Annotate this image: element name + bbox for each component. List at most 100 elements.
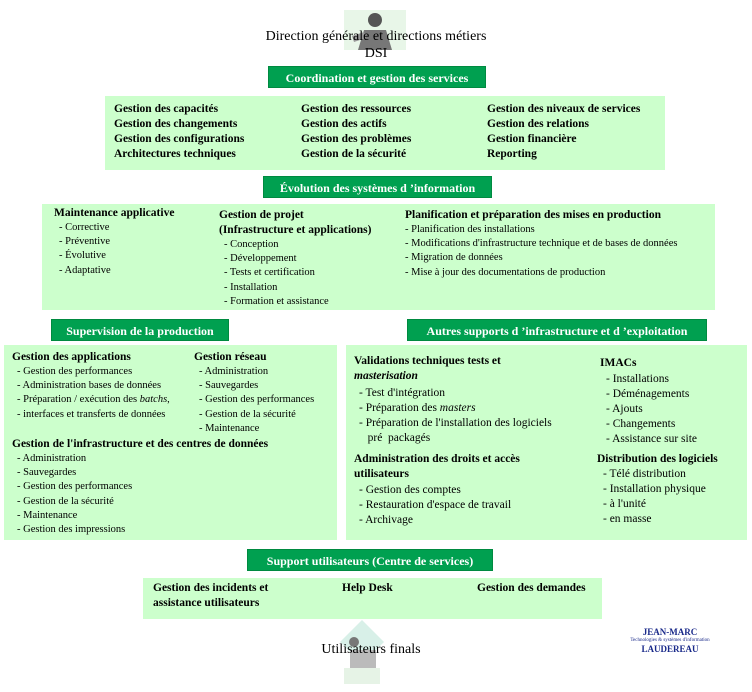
coordination-col2: Gestion des ressources Gestion des actif… [301, 102, 411, 162]
list-item: - Sauvegardes [199, 380, 259, 392]
evolution-box [42, 204, 715, 310]
list-item: Gestion des capacités [114, 103, 219, 115]
project-list: - Conception - Développement - Tests et … [224, 238, 329, 309]
list-item: - Changements [606, 418, 676, 430]
list-item: - Corrective [59, 222, 110, 233]
coordination-col1: Gestion des capacités Gestion des change… [114, 102, 244, 162]
logo-line2: Technologies & systèmes d'information [630, 638, 710, 643]
list-item: Gestion des relations [487, 118, 590, 130]
list-item: Gestion des problèmes [301, 133, 412, 145]
list-item: - Assistance sur site [606, 433, 698, 445]
network-list: - Administration - Sauvegardes - Gestion… [199, 365, 314, 436]
list-item: - Maintenance [199, 422, 260, 434]
computer-user-icon [340, 620, 384, 686]
validation-title: Validations techniques tests et [354, 355, 501, 367]
list-item: - Gestion des impressions [17, 524, 126, 536]
list-item: - Ajouts [606, 403, 643, 415]
list-item: - Gestion des comptes [359, 484, 461, 496]
planning-title: Planification et préparation des mises e… [405, 209, 661, 221]
list-item: - Restauration d'espace de travail [359, 499, 512, 511]
apps-title: Gestion des applications [12, 351, 131, 363]
list-item: - Administration [17, 453, 87, 464]
list-item: - Mise à jour des documentations de prod… [405, 266, 606, 278]
planning-list: - Planification des installations - Modi… [405, 223, 677, 280]
list-item: - Préparation des masters [359, 402, 476, 414]
list-item: - Installation [224, 281, 278, 293]
evolution-header: Évolution des systèmes d ’information [263, 176, 492, 198]
access-subtitle: utilisateurs [354, 468, 409, 480]
list-item: - Évolutive [59, 250, 106, 262]
coordination-header: Coordination et gestion des services [268, 66, 486, 88]
list-item: - Migration de données [405, 252, 503, 264]
imacs-list: - Installations - Déménagements - Ajouts… [606, 372, 697, 447]
list-item: - Sauvegardes [17, 467, 77, 479]
list-item: - Administration bases de données [17, 380, 162, 392]
incidents-subtitle: assistance utilisateurs [153, 597, 260, 609]
support-box [143, 578, 602, 619]
list-item: - Gestion de la sécurité [17, 495, 114, 507]
list-item: - Gestion des performances [199, 394, 315, 406]
validation-list: - Test d'intégration - Préparation des m… [359, 386, 552, 446]
list-item: - Maintenance [17, 509, 78, 521]
supervision-header: Supervision de la production [51, 319, 229, 341]
infra-list: - Administration - Sauvegardes - Gestion… [17, 452, 132, 537]
person-icon [344, 10, 406, 50]
list-item: - Gestion des performances [17, 366, 133, 377]
list-item: - Administration [199, 366, 269, 377]
list-item: - en masse [603, 513, 652, 525]
imacs-title: IMACs [600, 357, 637, 369]
infra-title: Gestion de l'infrastructure et des centr… [12, 438, 269, 450]
autres-box [346, 345, 747, 540]
logo-line3: LAUDEREAU [641, 644, 699, 654]
top-subtitle: DSI [364, 46, 388, 61]
list-item: Gestion financière [487, 133, 577, 145]
list-item: Gestion des actifs [301, 118, 387, 130]
distribution-list: - Télé distribution - Installation physi… [603, 467, 706, 527]
list-item: - Préparation / exécution des batchs, [17, 394, 170, 406]
maintenance-title: Maintenance applicative [54, 207, 175, 219]
top-title: Direction générale et directions métiers [265, 29, 487, 44]
list-item: - Préparation de l'installation des logi… [359, 417, 552, 429]
coordination-col3: Gestion des niveaux de services Gestion … [487, 102, 640, 162]
list-item: Architectures techniques [114, 148, 236, 160]
list-item: Gestion des ressources [301, 103, 412, 115]
list-item: - Préventive [59, 236, 111, 248]
project-title: Gestion de projet [219, 209, 304, 221]
supervision-box [4, 345, 337, 540]
list-item: - Tests et certification [224, 267, 315, 279]
autres-header: Autres supports d ’infrastructure et d ’… [407, 319, 707, 341]
list-item: Gestion de la sécurité [301, 148, 407, 160]
list-item: - Gestion de la sécurité [199, 408, 296, 420]
list-item: - Déménagements [606, 388, 690, 400]
list-item: Gestion des niveaux de services [487, 103, 641, 115]
helpdesk-label: Help Desk [342, 582, 393, 594]
list-item: - à l'unité [603, 498, 646, 510]
bottom-title: Utilisateurs finals [321, 642, 421, 657]
support-header: Support utilisateurs (Centre de services… [247, 549, 493, 571]
logo-line1: JEAN-MARC [642, 627, 698, 637]
list-item: - Formation et assistance [224, 295, 329, 307]
incidents-title: Gestion des incidents et [153, 582, 269, 594]
brand-logo: JEAN-MARC Technologies & systèmes d'info… [626, 627, 714, 654]
list-item: - Conception [224, 239, 279, 250]
distribution-title: Distribution des logiciels [597, 453, 718, 465]
list-item: - Gestion des performances [17, 481, 133, 493]
list-item: - Télé distribution [603, 468, 686, 480]
apps-list: - Gestion des performances - Administrat… [17, 365, 170, 422]
list-item: pré packagés [359, 432, 431, 444]
coordination-box [105, 96, 665, 170]
list-item: - Installations [606, 373, 669, 385]
access-list: - Gestion des comptes - Restauration d'e… [359, 483, 511, 528]
access-title: Administration des droits et accès [354, 453, 520, 465]
demandes-label: Gestion des demandes [477, 582, 586, 594]
project-subtitle: (Infrastructure et applications) [219, 224, 372, 236]
list-item: - Installation physique [603, 483, 706, 495]
list-item: - Modifications d'infrastructure techniq… [405, 238, 678, 250]
list-item: - Adaptative [59, 264, 111, 276]
list-item: - Archivage [359, 514, 413, 526]
list-item: Gestion des configurations [114, 133, 245, 145]
network-title: Gestion réseau [194, 351, 267, 363]
list-item: - Test d'intégration [359, 387, 446, 399]
list-item: - Développement [224, 253, 297, 265]
maintenance-list: - Corrective - Préventive - Évolutive - … [59, 221, 111, 278]
